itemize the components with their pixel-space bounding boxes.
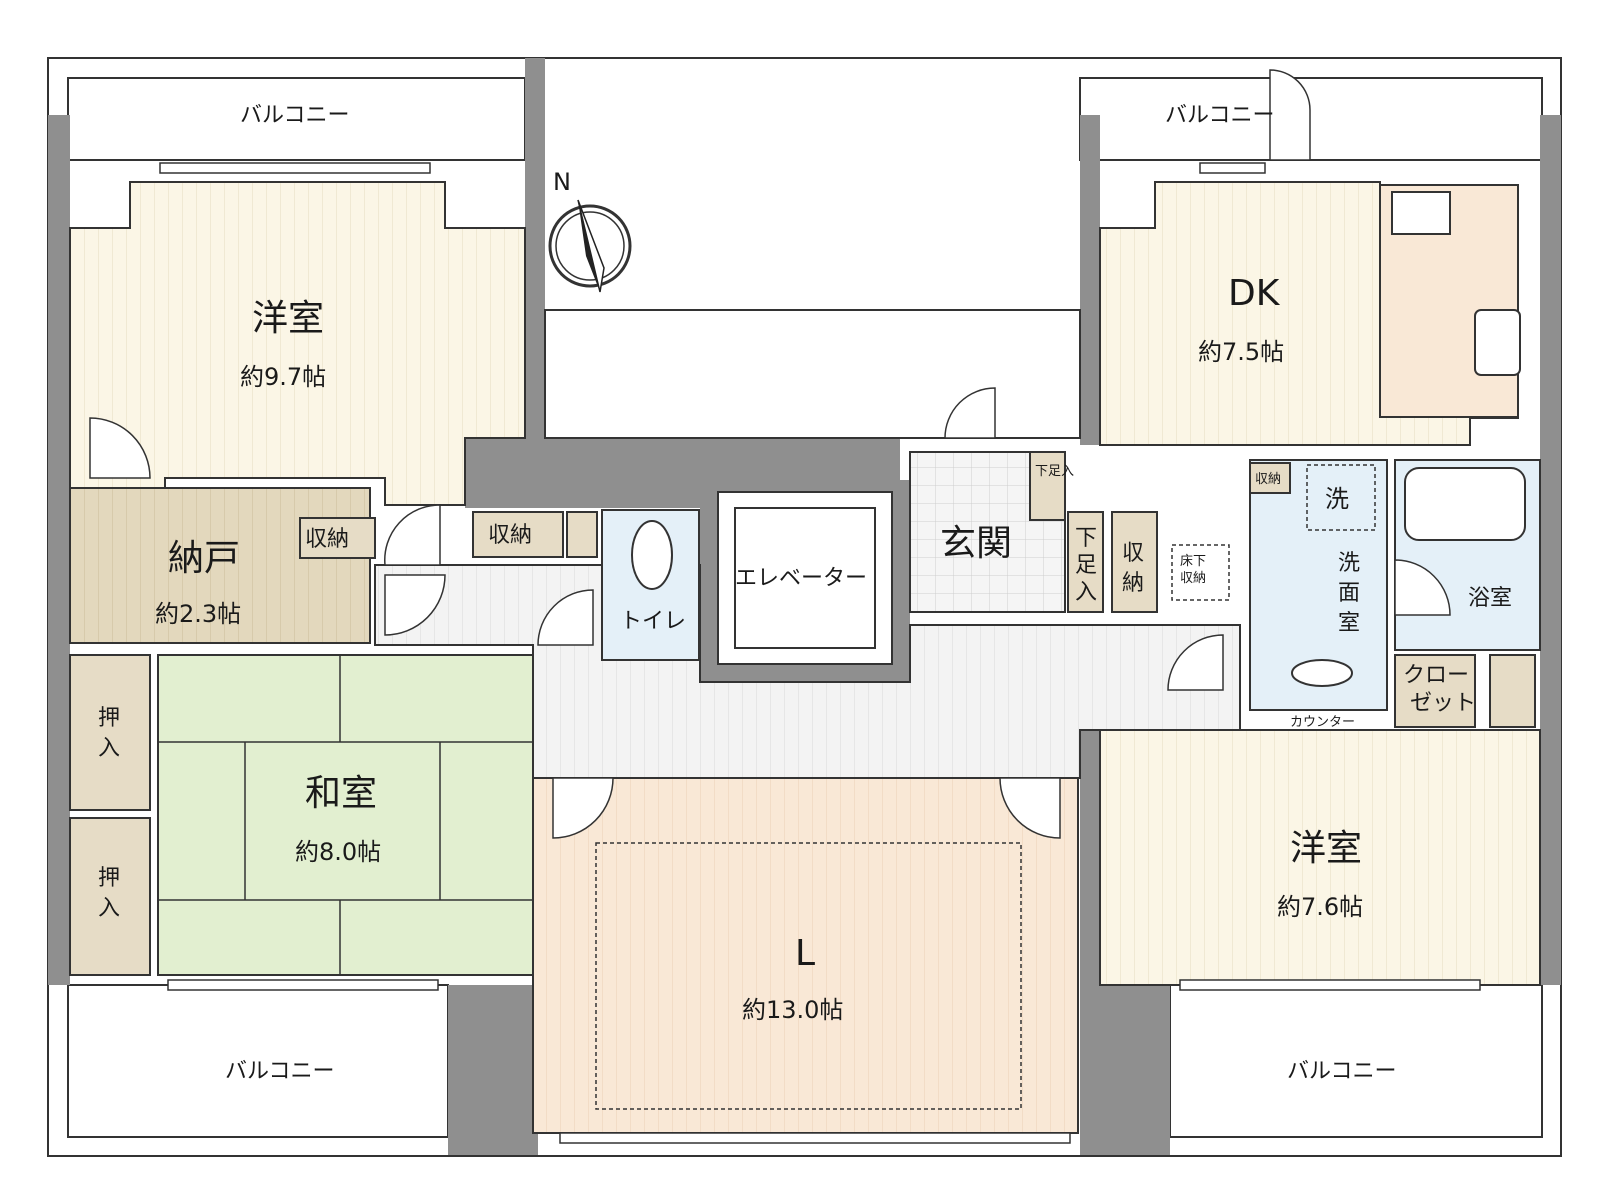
compass-icon	[548, 199, 632, 293]
label-balcony-ne: バルコニー	[1165, 103, 1275, 128]
label-elevator: エレベーター	[735, 566, 867, 591]
north-label: N	[553, 168, 571, 196]
wall-sw	[448, 985, 538, 1155]
label-underfloor-b: 収納	[1180, 571, 1206, 586]
label-getabako-small: 下足入	[1035, 464, 1074, 479]
sink	[1474, 309, 1521, 376]
label-closet-entrance: 収	[1122, 541, 1144, 566]
label-oshiire-2b: 入	[98, 896, 120, 921]
balcony-ne	[1079, 77, 1543, 161]
closet-se-small	[1489, 654, 1536, 728]
toilet-bowl	[631, 520, 673, 590]
tatami-lines	[158, 655, 533, 975]
windows	[159, 162, 1481, 1144]
balcony-nw	[67, 77, 526, 161]
label-closet-wash: 収納	[1255, 472, 1281, 487]
label-storage-room: 納戸	[168, 538, 240, 579]
closet-entrance	[1111, 511, 1158, 613]
wall-west	[48, 115, 70, 985]
stove	[1391, 191, 1451, 235]
label-washroom-c: 室	[1338, 611, 1360, 636]
label-storage-room-area: 約2.3帖	[155, 600, 241, 628]
wall-se	[1080, 985, 1170, 1155]
elevator-car	[734, 507, 876, 649]
wall-east	[1540, 115, 1561, 985]
label-oshiire-1b: 入	[98, 736, 120, 761]
wash-basin	[1291, 659, 1353, 687]
closet-nando	[299, 517, 376, 559]
getabako	[1067, 511, 1104, 613]
label-western-se-area: 約7.6帖	[1277, 893, 1363, 921]
label-closet-se: クロー	[1403, 663, 1469, 688]
label-japanese: 和室	[305, 773, 377, 814]
label-oshiire-2: 押	[98, 866, 120, 891]
oshiire-2	[69, 817, 151, 976]
label-closet-se-b: ゼット	[1410, 691, 1476, 716]
closet-center	[472, 511, 564, 558]
washer	[1306, 464, 1376, 531]
label-balcony-se: バルコニー	[1287, 1059, 1397, 1084]
room-japanese	[157, 654, 534, 976]
wall-ne	[1080, 115, 1100, 445]
label-japanese-area: 約8.0帖	[295, 838, 381, 866]
label-washroom-b: 面	[1338, 581, 1360, 606]
label-closet-center: 収納	[488, 523, 532, 548]
room-storage	[69, 487, 371, 644]
label-western-nw: 洋室	[252, 298, 324, 339]
label-getabako: 下	[1075, 526, 1097, 551]
label-bath: 浴室	[1468, 586, 1512, 611]
oshiire-1	[69, 654, 151, 811]
label-getabako-b: 足	[1075, 553, 1097, 578]
label-entrance: 玄関	[940, 523, 1012, 564]
label-western-nw-area: 約9.7帖	[240, 363, 326, 391]
label-living-area: 約13.0帖	[742, 996, 843, 1024]
label-closet-entrance-b: 納	[1122, 571, 1144, 596]
label-oshiire-1: 押	[98, 706, 120, 731]
label-living: L	[795, 933, 815, 974]
label-toilet: トイレ	[620, 609, 686, 634]
closet-se	[1394, 654, 1476, 728]
closet-wash	[1249, 462, 1291, 494]
label-balcony-nw: バルコニー	[240, 103, 350, 128]
label-underfloor: 床下	[1180, 554, 1206, 569]
label-dk-area: 約7.5帖	[1198, 338, 1284, 366]
room-western-se	[1099, 729, 1541, 986]
label-closet-nando: 収納	[305, 527, 349, 552]
living-rug	[595, 842, 1022, 1110]
wall-nw-core	[525, 58, 545, 438]
label-balcony-sw: バルコニー	[225, 1059, 335, 1084]
balcony-se	[1169, 984, 1543, 1138]
label-washer: 洗	[1325, 485, 1349, 513]
label-getabako-c: 入	[1075, 580, 1097, 605]
label-counter: カウンター	[1290, 715, 1355, 730]
wall-south-mid	[1080, 730, 1100, 1010]
corridor-outside	[544, 309, 1081, 439]
getabako-small	[1029, 451, 1066, 521]
underfloor-storage	[1171, 544, 1230, 601]
label-washroom: 洗	[1338, 551, 1360, 576]
doors	[89, 69, 1451, 839]
label-dk: DK	[1228, 273, 1281, 314]
bathtub	[1404, 467, 1526, 541]
room-living	[532, 777, 1079, 1134]
closet-center-small	[566, 511, 598, 558]
label-western-se: 洋室	[1290, 828, 1362, 869]
